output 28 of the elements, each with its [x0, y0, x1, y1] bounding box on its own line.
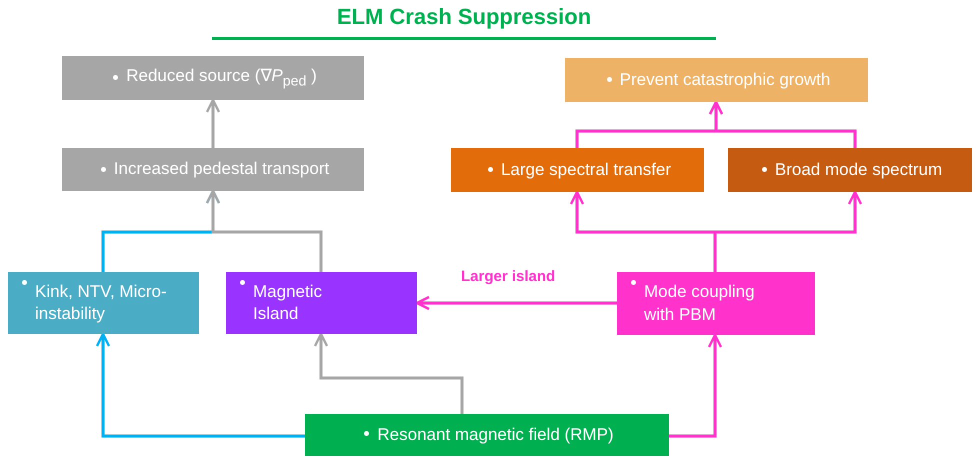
arrow [314, 332, 464, 414]
process-box [8, 272, 199, 334]
box-label: Mode coupling with PBM [644, 281, 756, 326]
process-box [565, 58, 868, 102]
process-box [62, 56, 364, 100]
arrow [708, 100, 856, 148]
box-label: Resonant magnetic field (RMP) [377, 424, 614, 446]
box-label: Reduced source (∇P$_{ped}$ ) [126, 65, 317, 91]
arrow [416, 296, 617, 310]
diagram-title: ELM Crash Suppression [336, 4, 592, 30]
box-label: Large spectral transfer [500, 158, 672, 181]
arrow [206, 98, 220, 148]
box-label: Broad mode spectrum [774, 158, 942, 181]
box-label: Kink, NTV, Micro-instability [35, 280, 168, 325]
process-box [305, 414, 669, 456]
arrow [714, 190, 862, 272]
process-box [617, 272, 815, 335]
process-box [226, 272, 417, 334]
edge-label: Larger island [459, 268, 558, 285]
process-box [728, 148, 972, 192]
arrow [669, 334, 722, 438]
arrow [96, 332, 305, 438]
arrow [206, 190, 322, 272]
box-label: Increased pedestal transport [114, 158, 330, 180]
process-box [451, 148, 704, 192]
box-label: Magnetic Island [253, 280, 323, 325]
box-label: Prevent catastrophic growth [620, 68, 830, 91]
process-box [62, 148, 364, 191]
